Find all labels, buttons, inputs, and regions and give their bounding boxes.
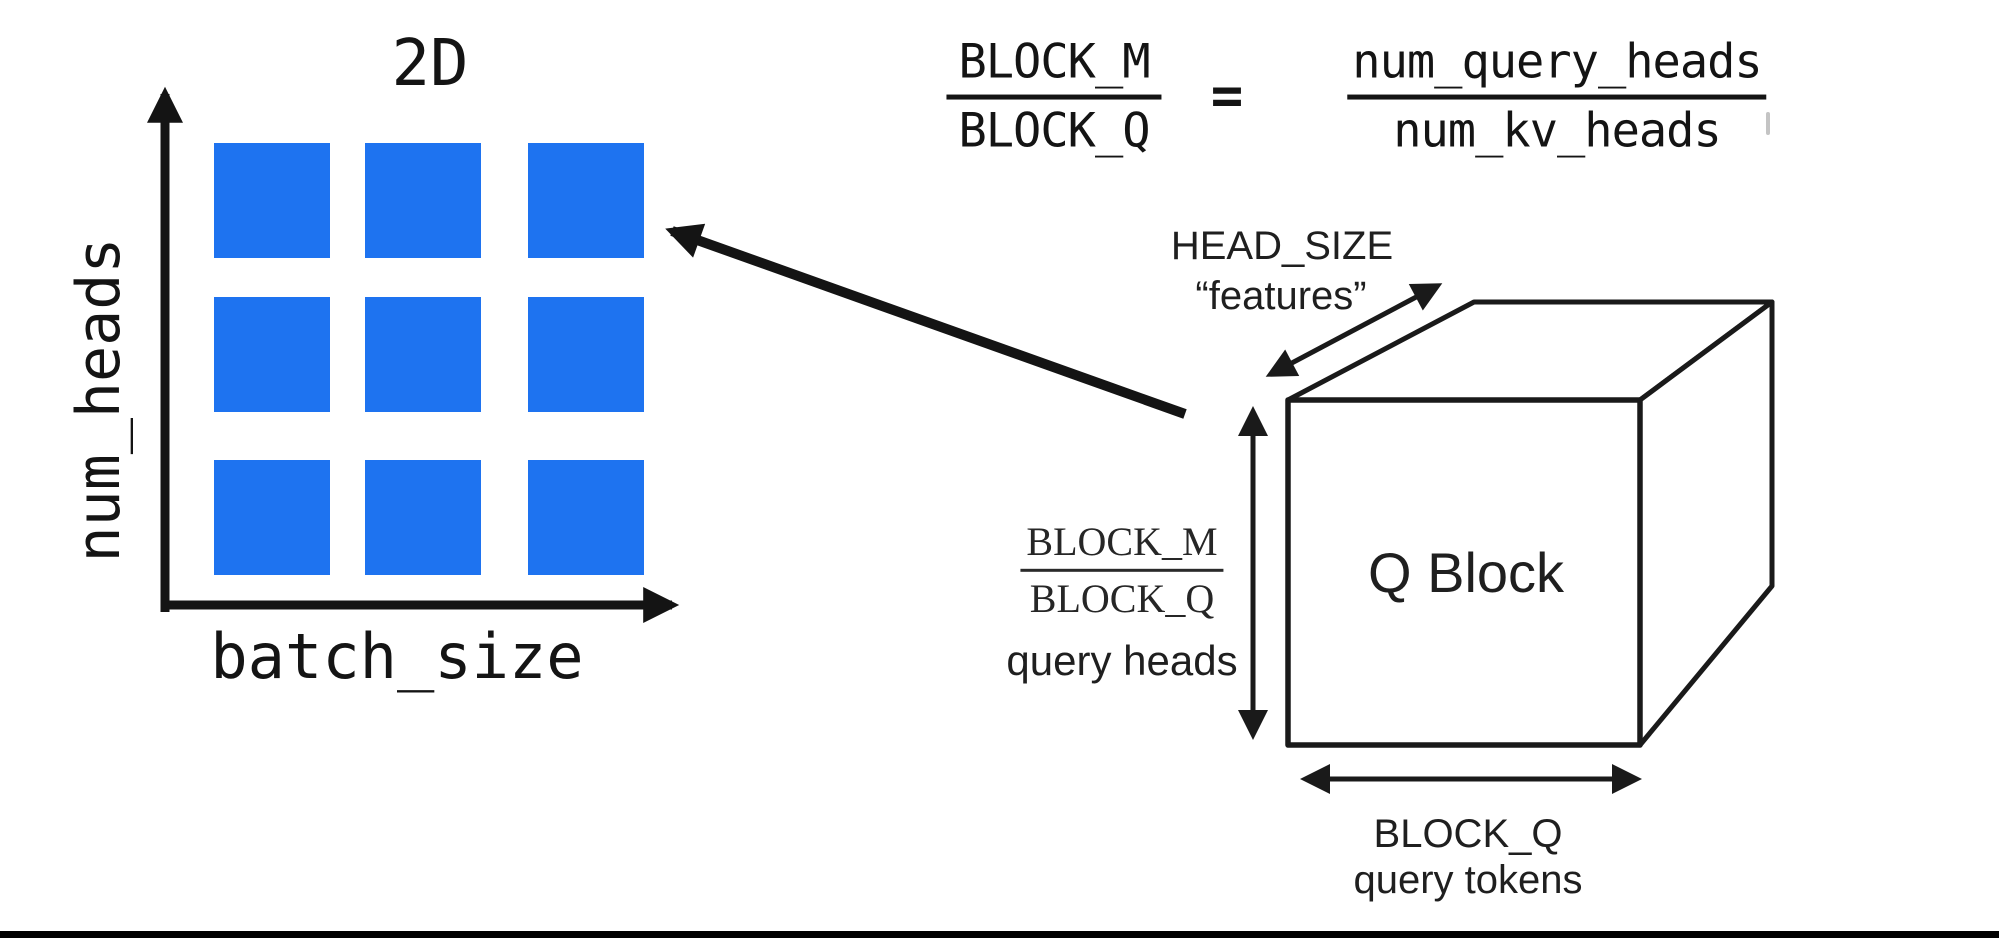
- grid-cell: [214, 460, 330, 575]
- equation-lhs-numerator: BLOCK_M: [946, 35, 1162, 100]
- text-cursor-artifact: [1766, 112, 1770, 135]
- equation-rhs-fraction: num_query_heads num_kv_heads: [1347, 35, 1767, 160]
- head-size-arrow: [1265, 283, 1443, 377]
- grid-cell: [528, 297, 644, 412]
- pointer-arrow: [665, 223, 1187, 419]
- grid-cell: [214, 297, 330, 412]
- features-label: “features”: [1195, 274, 1367, 318]
- equation-rhs-denominator: num_kv_heads: [1393, 104, 1722, 159]
- block-height-fraction: BLOCK_M BLOCK_Q: [1020, 518, 1224, 622]
- equation-rhs-numerator: num_query_heads: [1347, 35, 1767, 100]
- chart-title: 2D: [391, 27, 469, 101]
- q-block-label: Q Block: [1367, 541, 1565, 604]
- grid-cell: [214, 143, 330, 258]
- x-axis-label: batch_size: [210, 620, 584, 693]
- block-height-denominator: BLOCK_Q: [1029, 576, 1215, 621]
- q-block-cube: [1285, 299, 1775, 748]
- query-heads-caption: query heads: [1006, 637, 1238, 684]
- grid-cell: [365, 460, 481, 575]
- grid-cell: [365, 143, 481, 258]
- bottom-bar: [0, 931, 1999, 938]
- grid-cells: [214, 143, 644, 575]
- head-size-label: HEAD_SIZE: [1170, 224, 1394, 268]
- equation-lhs-denominator: BLOCK_Q: [958, 104, 1150, 159]
- query-tokens-caption: query tokens: [1353, 858, 1583, 902]
- y-axis-label: num_heads: [64, 237, 134, 563]
- equation-lhs-fraction: BLOCK_M BLOCK_Q: [946, 35, 1162, 160]
- block-height-numerator: BLOCK_M: [1020, 518, 1224, 572]
- equation-equals-sign: =: [1210, 64, 1244, 127]
- grid-cell: [528, 143, 644, 258]
- cube-front-face: [1285, 397, 1643, 748]
- grid-cell: [365, 297, 481, 412]
- block-q-width-label: BLOCK_Q: [1373, 812, 1563, 856]
- grid-cell: [528, 460, 644, 575]
